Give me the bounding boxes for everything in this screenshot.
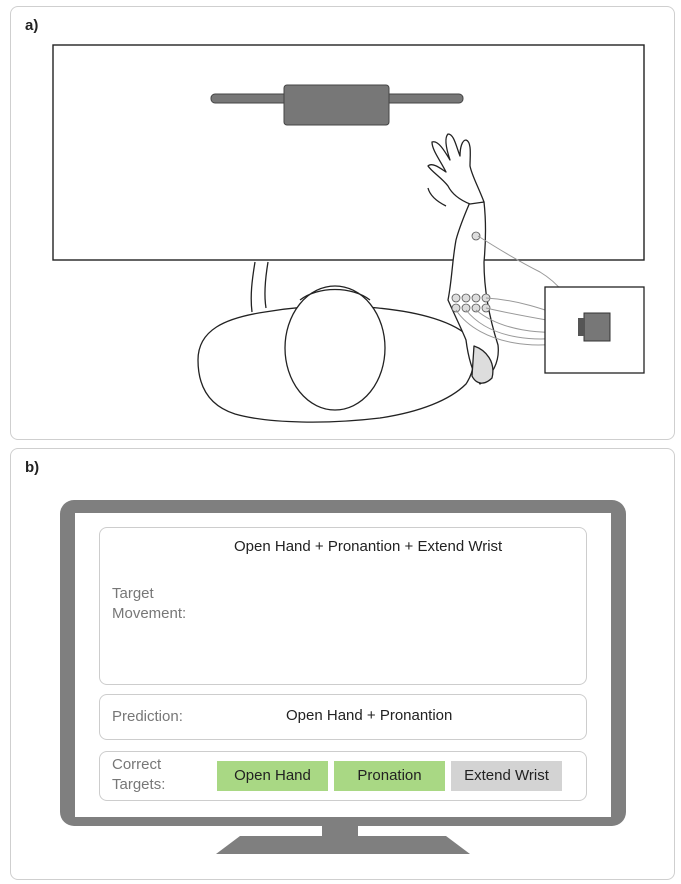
target-chip-open-hand: Open Hand <box>217 761 328 791</box>
prediction-value: Open Hand + Pronantion <box>286 707 452 724</box>
target-movement-label-line1: Target <box>112 584 154 604</box>
correct-targets-label-line1: Correct <box>112 755 161 775</box>
target-chip-extend-wrist: Extend Wrist <box>451 761 562 791</box>
correct-targets-label-line2: Targets: <box>112 775 165 795</box>
prediction-label: Prediction: <box>112 707 183 727</box>
target-movement-heading: Open Hand + Pronantion + Extend Wrist <box>234 538 502 555</box>
target-chip-pronation: Pronation <box>334 761 445 791</box>
top-view-monitor-stand <box>284 85 389 125</box>
desk <box>53 45 644 260</box>
panel-b-letter: b) <box>25 459 39 476</box>
target-movement-label-line2: Movement: <box>112 604 186 624</box>
emg-amplifier <box>584 313 610 341</box>
amplifier-connector <box>578 318 585 336</box>
